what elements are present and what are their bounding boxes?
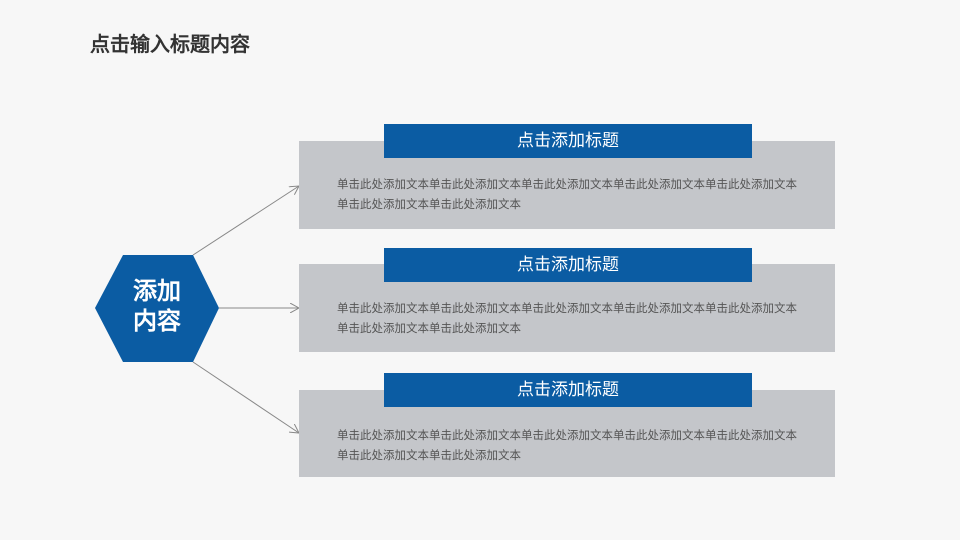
box-text-1[interactable]: 单击此处添加文本单击此处添加文本单击此处添加文本单击此处添加文本单击此处添加文本… <box>337 177 797 211</box>
box-heading-3[interactable]: 点击添加标题 <box>384 373 752 407</box>
arrow-3 <box>192 361 299 433</box>
box-heading-1[interactable]: 点击添加标题 <box>384 124 752 158</box>
box-text-2[interactable]: 单击此处添加文本单击此处添加文本单击此处添加文本单击此处添加文本单击此处添加文本… <box>337 301 797 335</box>
center-hexagon <box>95 255 219 362</box>
box-heading-2[interactable]: 点击添加标题 <box>384 248 752 282</box>
page-title: 点击输入标题内容 <box>90 32 250 56</box>
arrow-1 <box>192 186 299 256</box>
box-text-3[interactable]: 单击此处添加文本单击此处添加文本单击此处添加文本单击此处添加文本单击此处添加文本… <box>337 428 797 462</box>
center-label: 添加内容 <box>133 277 181 335</box>
